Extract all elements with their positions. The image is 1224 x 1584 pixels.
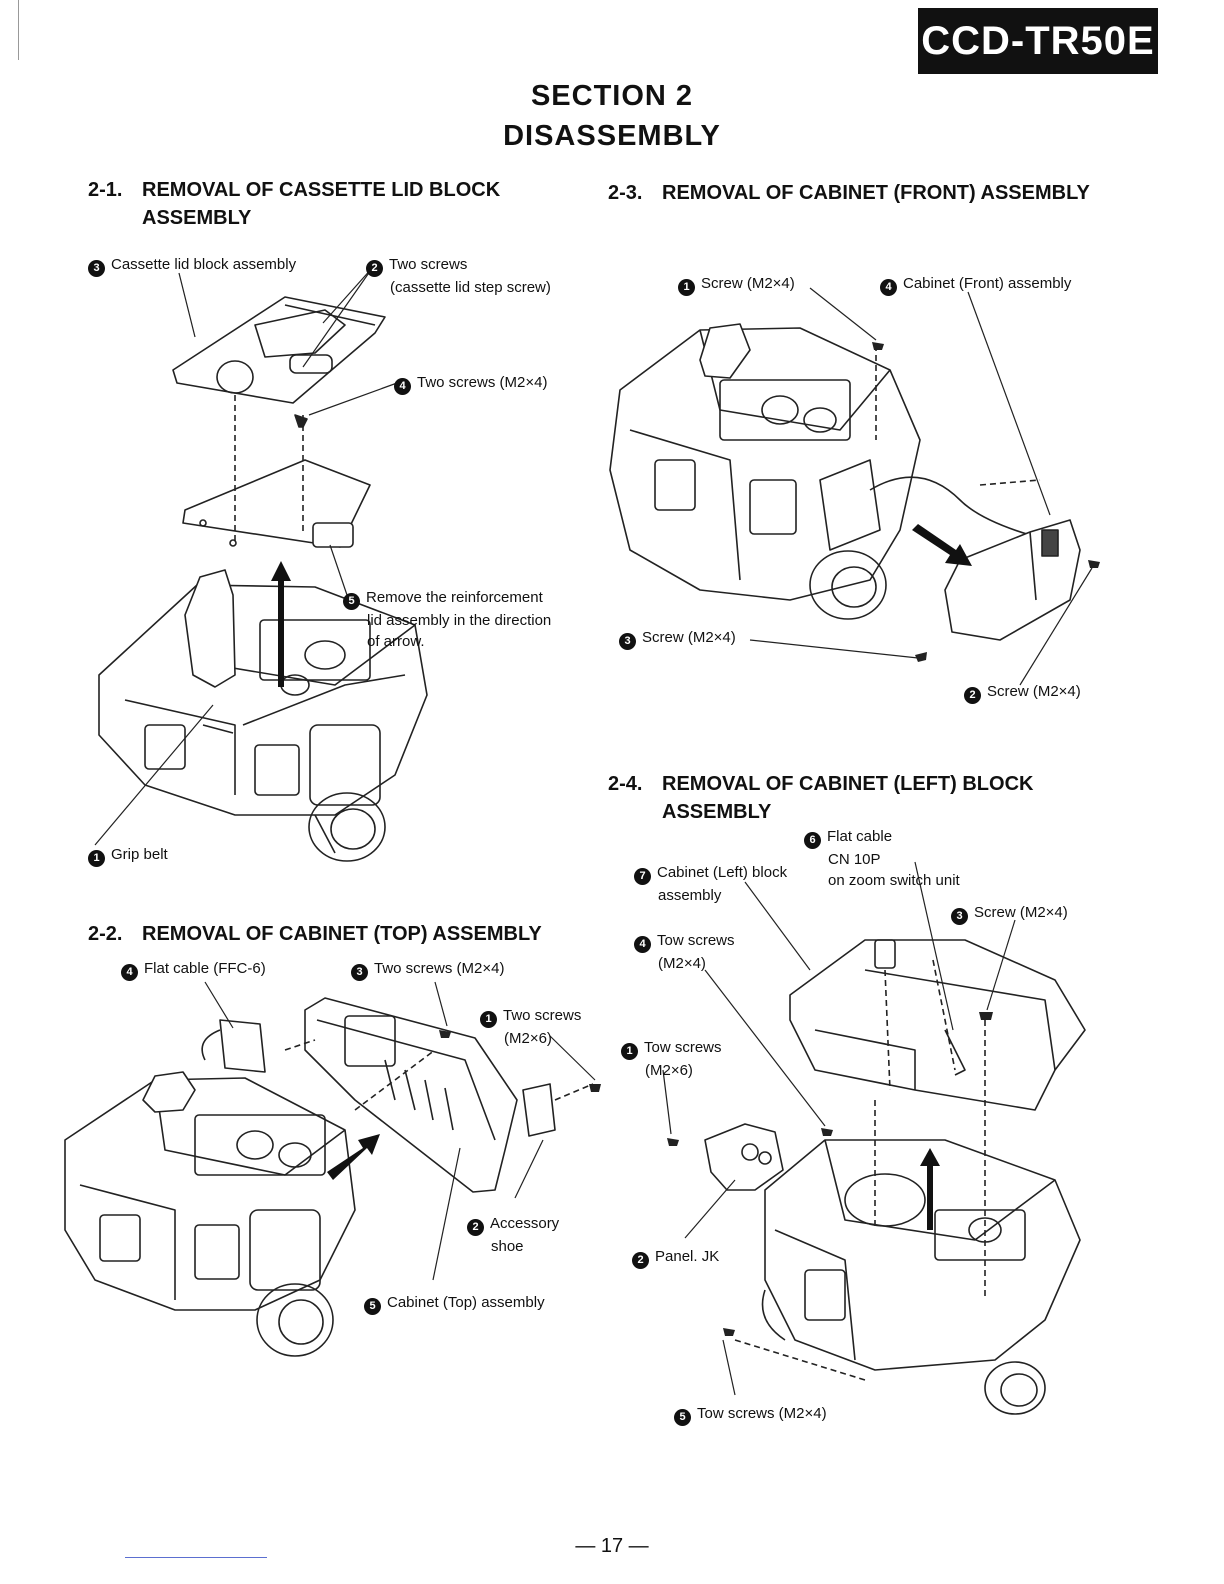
- step-badge-5: 5: [343, 593, 360, 610]
- label-text-2: (M2×6): [645, 1062, 693, 1079]
- label-text: Flat cable: [827, 828, 893, 845]
- label-2-4-tow-screws-m2x6: 1 Tow screws (M2×6): [621, 1037, 722, 1081]
- label-2-1-reinforcement: 5 Remove the reinforcement lid assembly i…: [343, 587, 551, 652]
- section-2-4-number: 2-4.: [608, 773, 643, 795]
- figure-2-3-diagram: [600, 300, 1100, 680]
- label-text: Screw (M2×4): [701, 275, 795, 292]
- section-2-1-title-line2: ASSEMBLY: [142, 207, 252, 229]
- label-2-4-screw-3: 3 Screw (M2×4): [951, 902, 1068, 925]
- label-2-2-flat-cable: 4 Flat cable (FFC-6): [121, 958, 266, 981]
- step-badge-1: 1: [678, 279, 695, 296]
- section-2-3-number: 2-3.: [608, 182, 643, 204]
- label-text: Cabinet (Left) block: [657, 864, 788, 881]
- label-text: Grip belt: [111, 846, 168, 863]
- label-text: Flat cable (FFC-6): [144, 960, 266, 977]
- step-badge-1: 1: [621, 1043, 638, 1060]
- label-text: Panel. JK: [655, 1248, 720, 1265]
- label-text: Screw (M2×4): [987, 683, 1081, 700]
- label-text: Remove the reinforcement: [366, 589, 543, 606]
- model-badge: CCD-TR50E: [918, 8, 1158, 74]
- label-2-2-two-screws-m2x4: 3 Two screws (M2×4): [351, 958, 504, 981]
- label-text: Accessory: [490, 1215, 560, 1232]
- label-2-3-screw-3: 3 Screw (M2×4): [619, 627, 736, 650]
- step-badge-4: 4: [394, 378, 411, 395]
- step-badge-3: 3: [88, 260, 105, 277]
- label-2-3-screw-2: 2 Screw (M2×4): [964, 681, 1081, 704]
- step-badge-3: 3: [951, 908, 968, 925]
- label-2-3-cabinet-front: 4 Cabinet (Front) assembly: [880, 273, 1071, 296]
- step-badge-3: 3: [619, 633, 636, 650]
- step-badge-6: 6: [804, 832, 821, 849]
- label-text: Cabinet (Front) assembly: [903, 275, 1072, 292]
- label-2-2-two-screws-m2x6: 1 Two screws (M2×6): [480, 1005, 581, 1049]
- label-2-4-cabinet-left: 7 Cabinet (Left) block assembly: [634, 862, 787, 906]
- section-2-3-heading: 2-3. REMOVAL OF CABINET (FRONT) ASSEMBLY: [608, 179, 1090, 207]
- label-text: Cassette lid block assembly: [111, 256, 297, 273]
- label-text: Two screws: [389, 256, 468, 273]
- step-badge-2: 2: [366, 260, 383, 277]
- page-number: — 17 —: [575, 1535, 649, 1557]
- section-2-2-heading: 2-2. REMOVAL OF CABINET (TOP) ASSEMBLY: [88, 920, 542, 948]
- page-title: DISASSEMBLY: [503, 120, 721, 152]
- label-text-3: of arrow.: [367, 633, 425, 650]
- step-badge-3: 3: [351, 964, 368, 981]
- step-badge-4: 4: [880, 279, 897, 296]
- step-badge-7: 7: [634, 868, 651, 885]
- label-2-3-screw-1: 1 Screw (M2×4): [678, 273, 795, 296]
- label-text-3: on zoom switch unit: [828, 872, 960, 889]
- label-2-4-panel-jk: 2 Panel. JK: [632, 1246, 719, 1269]
- step-badge-2: 2: [632, 1252, 649, 1269]
- label-text: Two screws (M2×4): [374, 960, 505, 977]
- label-2-1-grip-belt: 1 Grip belt: [88, 844, 168, 867]
- label-text-2: lid assembly in the direction: [367, 612, 552, 629]
- label-2-1-two-screws-m2x4: 4 Two screws (M2×4): [394, 372, 547, 395]
- label-2-2-cabinet-top: 5 Cabinet (Top) assembly: [364, 1292, 545, 1315]
- label-text-2: (M2×6): [504, 1030, 552, 1047]
- label-text-2: (M2×4): [658, 955, 706, 972]
- label-text: Tow screws (M2×4): [697, 1405, 827, 1422]
- label-text: Tow screws: [644, 1039, 722, 1056]
- section-2-2-number: 2-2.: [88, 923, 123, 945]
- section-2-1-title: REMOVAL OF CASSETTE LID BLOCK: [142, 179, 501, 201]
- section-2-4-title: REMOVAL OF CABINET (LEFT) BLOCK: [662, 773, 1034, 795]
- step-badge-2: 2: [964, 687, 981, 704]
- section-number: SECTION 2: [530, 80, 694, 112]
- section-2-4-heading: 2-4. REMOVAL OF CABINET (LEFT) BLOCK ASSE…: [608, 770, 1033, 826]
- label-text-2: (cassette lid step screw): [390, 279, 551, 296]
- figure-2-1-diagram: [85, 255, 575, 875]
- label-text: Tow screws: [657, 932, 735, 949]
- step-badge-5: 5: [674, 1409, 691, 1426]
- step-badge-1: 1: [480, 1011, 497, 1028]
- label-text: Two screws: [503, 1007, 582, 1024]
- label-2-1-two-screws-step: 2 Two screws (cassette lid step screw): [366, 254, 551, 298]
- label-2-4-tow-screws-bottom: 5 Tow screws (M2×4): [674, 1403, 827, 1426]
- step-badge-4: 4: [634, 936, 651, 953]
- label-text: Cabinet (Top) assembly: [387, 1294, 545, 1311]
- section-2-1-heading: 2-1. REMOVAL OF CASSETTE LID BLOCK ASSEMB…: [88, 176, 500, 232]
- section-2-2-title: REMOVAL OF CABINET (TOP) ASSEMBLY: [142, 923, 542, 945]
- footer-rule: [125, 1557, 267, 1558]
- label-2-1-cassette-lid: 3 Cassette lid block assembly: [88, 254, 296, 277]
- section-2-3-title: REMOVAL OF CABINET (FRONT) ASSEMBLY: [662, 182, 1090, 204]
- label-text-2: shoe: [491, 1238, 524, 1255]
- label-text-2: CN 10P: [828, 851, 881, 868]
- figure-2-2-diagram: [55, 980, 601, 1380]
- step-badge-1: 1: [88, 850, 105, 867]
- step-badge-4: 4: [121, 964, 138, 981]
- label-text-2: assembly: [658, 887, 722, 904]
- label-text: Two screws (M2×4): [417, 374, 548, 391]
- step-badge-5: 5: [364, 1298, 381, 1315]
- label-text: Screw (M2×4): [642, 629, 736, 646]
- section-2-4-title-line2: ASSEMBLY: [662, 801, 772, 823]
- label-text: Screw (M2×4): [974, 904, 1068, 921]
- label-2-4-flat-cable: 6 Flat cable CN 10P on zoom switch unit: [804, 826, 960, 891]
- label-2-4-tow-screws-m2x4: 4 Tow screws (M2×4): [634, 930, 735, 974]
- section-2-1-number: 2-1.: [88, 179, 123, 201]
- scan-edge-mark: [18, 0, 19, 60]
- step-badge-2: 2: [467, 1219, 484, 1236]
- figure-2-4-diagram: [615, 900, 1105, 1410]
- label-2-2-accessory-shoe: 2 Accessory shoe: [467, 1213, 559, 1257]
